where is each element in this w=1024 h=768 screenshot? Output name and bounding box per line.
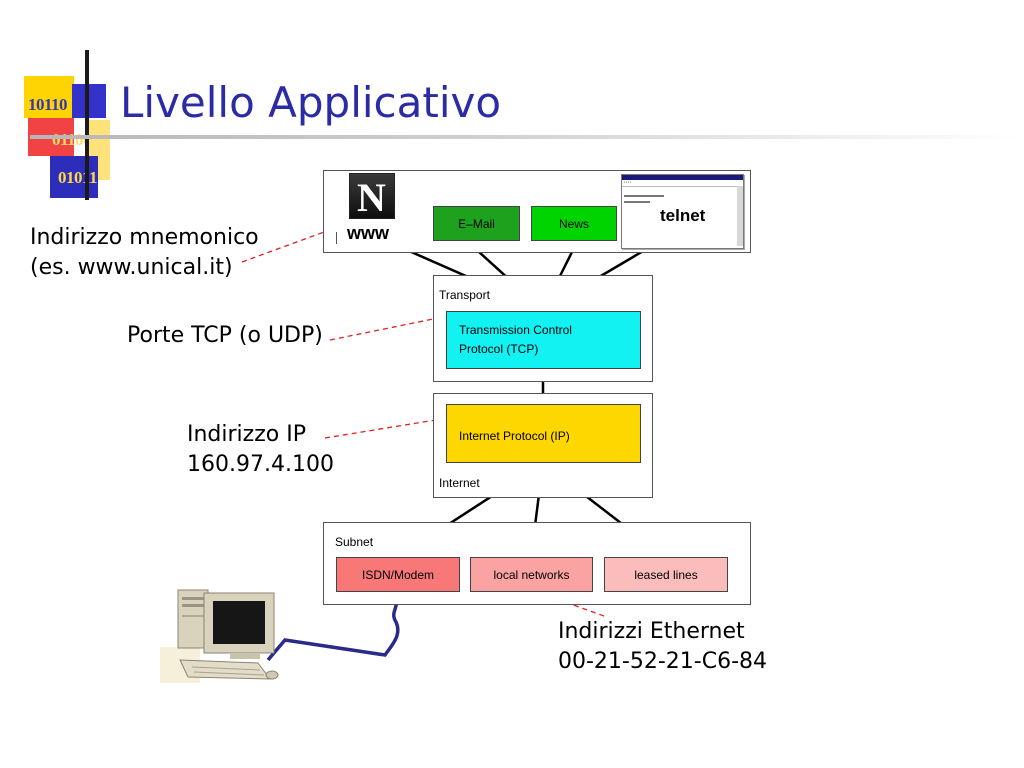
telnet-window: ▪ ▪ ▪ ▪ <box>621 174 744 249</box>
telnet-window-scrollbar <box>737 186 743 246</box>
ip-annotation: Indirizzo IP 160.97.4.100 <box>187 420 334 480</box>
ethernet-annotation: Indirizzi Ethernet 00-21-52-21-C6-84 <box>558 617 767 677</box>
logo-yellow-square <box>24 76 74 118</box>
title-vertical-line <box>85 50 89 200</box>
news-box: News <box>531 206 617 241</box>
mnemonic-line2: (es. www.unical.it) <box>30 255 233 280</box>
ip-line1: Indirizzo IP <box>187 422 306 447</box>
telnet-window-text <box>624 195 664 197</box>
mnemonic-line1: Indirizzo mnemonico <box>30 225 259 250</box>
logo-binary-line1: 10110 <box>28 95 68 114</box>
logo-blue-square-bottom <box>50 156 98 198</box>
logo-blue-square-top <box>72 84 106 118</box>
logo-binary-line2: 01100 <box>52 130 92 149</box>
desktop-computer-icon <box>160 589 279 683</box>
ip-label: Internet Protocol (IP) <box>459 429 570 443</box>
mnemonic-annotation: Indirizzo mnemonico (es. www.unical.it) <box>30 223 259 283</box>
ports-annotation: Porte TCP (o UDP) <box>127 323 323 348</box>
email-box: E–Mail <box>433 206 520 241</box>
netscape-n-icon: N <box>349 173 395 220</box>
www-label: www <box>347 223 390 243</box>
tcp-box: Transmission Control Protocol (TCP) <box>446 311 641 369</box>
ethernet-line2: 00-21-52-21-C6-84 <box>558 649 768 674</box>
tcp-label-line2: Protocol (TCP) <box>459 342 539 356</box>
cursor-mark <box>336 232 337 244</box>
telnet-window-menubar: ▪ ▪ ▪ ▪ <box>622 180 743 187</box>
tcp-label-line1: Transmission Control <box>459 323 572 337</box>
telnet-label: telnet <box>660 206 706 225</box>
leased-lines-box: leased lines <box>604 557 728 592</box>
telnet-window-titlebar <box>622 175 743 180</box>
isdn-modem-box: ISDN/Modem <box>336 557 460 592</box>
ethernet-line1: Indirizzi Ethernet <box>558 619 745 644</box>
local-networks-box: local networks <box>470 557 593 592</box>
title-underline <box>30 135 1020 139</box>
internet-label: Internet <box>439 476 480 490</box>
telnet-window-text2 <box>624 201 650 203</box>
slide-title: Livello Applicativo <box>120 78 502 127</box>
subnet-label: Subnet <box>335 535 374 549</box>
ip-line2: 160.97.4.100 <box>187 452 334 477</box>
ip-box: Internet Protocol (IP) <box>446 404 641 463</box>
transport-label: Transport <box>439 288 490 302</box>
modem-cable <box>266 591 400 662</box>
